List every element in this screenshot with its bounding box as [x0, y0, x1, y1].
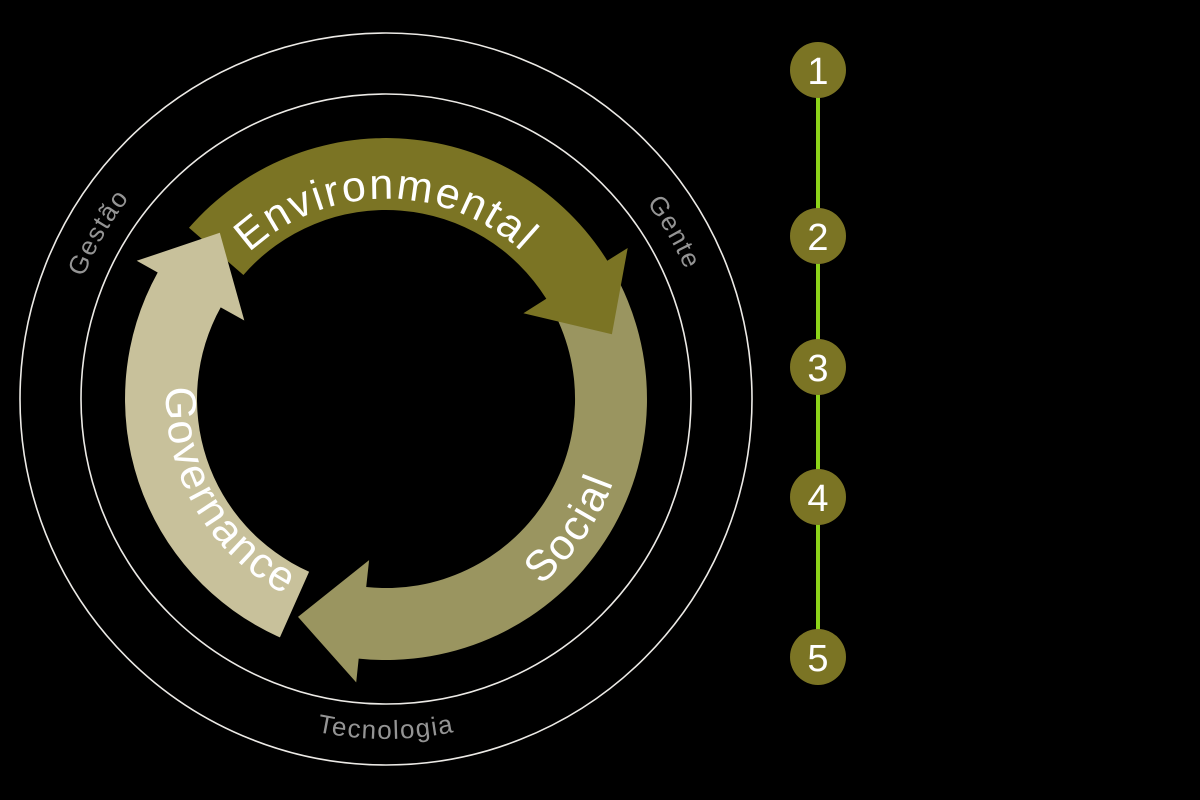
tecnologia-label: Tecnologia [316, 708, 457, 745]
step-2-circle[interactable] [790, 208, 846, 264]
governance-arrow-segment [125, 232, 310, 638]
step-3-number: 3 [807, 348, 828, 390]
social-arrow-segment [298, 268, 647, 683]
outer-guide-circle [19, 32, 753, 766]
timeline-step-1[interactable]: 1 [790, 42, 846, 98]
timeline-step-5[interactable]: 5 [790, 629, 846, 685]
step-5-number: 5 [807, 638, 828, 680]
gente-label: Gente [642, 189, 708, 273]
step-5-circle[interactable] [790, 629, 846, 685]
timeline-step-3[interactable]: 3 [790, 339, 846, 395]
timeline-step-4[interactable]: 4 [790, 469, 846, 525]
step-2-number: 2 [807, 217, 828, 259]
step-1-number: 1 [807, 51, 828, 93]
timeline-step-2[interactable]: 2 [790, 208, 846, 264]
step-3-circle[interactable] [790, 339, 846, 395]
step-4-number: 4 [807, 478, 828, 520]
environmental-arrow-segment [189, 138, 628, 335]
gestao-label: Gestão [61, 183, 134, 280]
step-1-circle[interactable] [790, 42, 846, 98]
step-4-circle[interactable] [790, 469, 846, 525]
inner-guide-circle [80, 93, 692, 705]
